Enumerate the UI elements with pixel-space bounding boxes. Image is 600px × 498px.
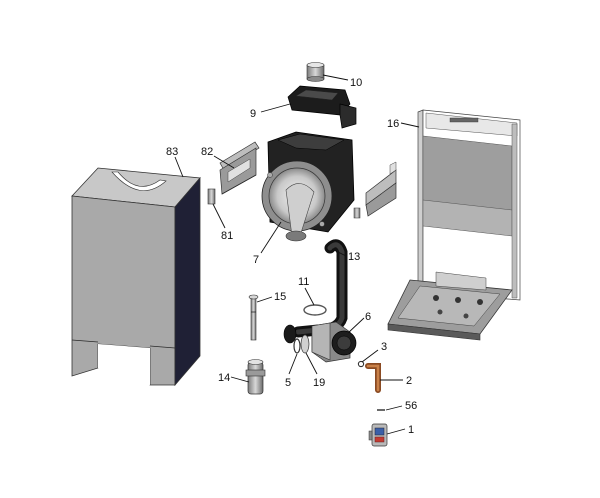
label-56: 56 xyxy=(405,400,417,412)
leader-16 xyxy=(400,122,420,128)
label-1: 1 xyxy=(408,424,414,436)
leader-19 xyxy=(305,352,318,375)
leader-15 xyxy=(256,296,273,303)
leader-56 xyxy=(385,405,403,411)
leader-83 xyxy=(174,156,184,178)
label-16: 16 xyxy=(387,118,399,130)
label-6: 6 xyxy=(365,311,371,323)
gasket-part-19 xyxy=(300,334,310,354)
label-11: 11 xyxy=(298,276,309,288)
leader-7 xyxy=(260,221,282,254)
label-10: 10 xyxy=(350,77,362,89)
label-82: 82 xyxy=(201,146,213,158)
leader-5 xyxy=(288,353,298,375)
fan-part-6 xyxy=(311,321,357,363)
frame-part-16 xyxy=(387,109,521,341)
leader-81 xyxy=(212,203,226,229)
elbow-part-2 xyxy=(365,363,381,393)
washer-part-3 xyxy=(357,360,365,368)
label-3: 3 xyxy=(381,341,387,353)
label-14: 14 xyxy=(218,372,230,384)
clip-part-11 xyxy=(303,304,327,316)
pin-part-81 xyxy=(207,188,216,205)
valve-part-1 xyxy=(368,423,388,447)
label-83: 83 xyxy=(166,146,178,158)
label-5: 5 xyxy=(285,377,291,389)
burner-cover-part-9 xyxy=(287,85,357,129)
leader-11 xyxy=(304,287,315,306)
leader-lines xyxy=(174,74,420,435)
burner-assembly-part-7 xyxy=(261,131,355,242)
leader-6 xyxy=(347,317,365,334)
leader-1 xyxy=(386,428,406,435)
leader-82 xyxy=(213,155,235,169)
bracket-part-82 xyxy=(219,141,260,195)
label-9: 9 xyxy=(250,108,256,120)
leader-9 xyxy=(260,103,291,113)
label-7: 7 xyxy=(253,254,259,266)
rod-part-15 xyxy=(248,294,259,341)
ring-part-5 xyxy=(293,338,301,354)
sensor-part-14 xyxy=(245,359,266,395)
leader-14 xyxy=(230,376,250,383)
casing-part-83 xyxy=(71,167,201,387)
label-19: 19 xyxy=(313,377,325,389)
right-bracket xyxy=(365,161,397,217)
fastener-near-part-7 xyxy=(353,207,361,219)
leader-13 xyxy=(331,248,347,257)
cap-part-10 xyxy=(306,62,325,82)
label-2: 2 xyxy=(406,375,412,387)
label-81: 81 xyxy=(221,230,233,242)
label-13: 13 xyxy=(348,251,360,263)
leader-3 xyxy=(361,349,379,363)
label-15: 15 xyxy=(274,291,286,303)
leader-10 xyxy=(322,74,349,81)
part-labels: 10 9 16 82 83 81 7 13 11 15 6 3 5 19 14 … xyxy=(166,77,417,436)
